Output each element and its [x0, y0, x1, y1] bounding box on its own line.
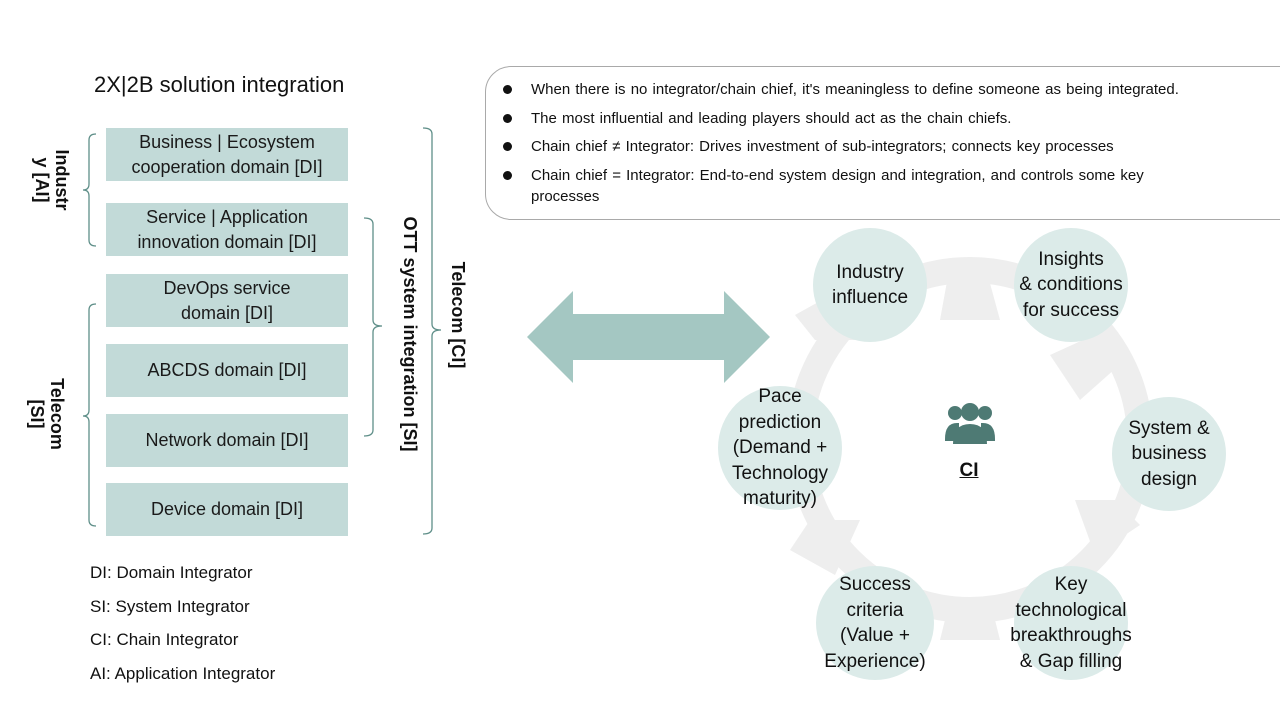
device-domain-box: Device domain [DI] [106, 483, 348, 536]
ring-lobe [1075, 500, 1140, 555]
abcds-domain-box: ABCDS domain [DI] [106, 344, 348, 397]
industry-ai-bracket [82, 133, 97, 247]
ring-lobe [940, 265, 1000, 320]
cycle-node-industry-influence: Industry influence [813, 228, 927, 342]
bullet-dot [503, 114, 512, 123]
service-application-domain-box: Service | Application innovation domain … [106, 203, 348, 256]
network-domain-box: Network domain [DI] [106, 414, 348, 467]
ott-si-bracket [363, 217, 383, 437]
telecom-si-bracket [82, 303, 97, 527]
telecom-ci-label: Telecom [CI] [448, 261, 468, 369]
note-text: Chain chief ≠ Integrator: Drives investm… [531, 138, 1114, 155]
bullet-dot [503, 171, 512, 180]
ring-lobe [1050, 330, 1125, 400]
cycle-node-key-tech: Key technological breakthroughs & Gap fi… [1010, 566, 1132, 680]
bullet-dot [503, 85, 512, 94]
note-text: Chain chief = Integrator: End-to-end sys… [531, 167, 1144, 205]
ring-lobe [940, 600, 1000, 640]
cycle-node-system-design: System & business design [1112, 397, 1226, 511]
legend-ai: AI: Application Integrator [90, 664, 276, 683]
business-ecosystem-domain-box: Business | Ecosystem cooperation domain … [106, 128, 348, 181]
legend-ci: CI: Chain Integrator [90, 630, 239, 649]
legend-si: SI: System Integrator [90, 597, 250, 616]
legend-di: DI: Domain Integrator [90, 563, 253, 582]
cycle-node-pace-prediction: Pace prediction (Demand + Technology mat… [718, 386, 842, 510]
ott-si-label: OTT system integration [SI] [400, 216, 420, 452]
industry-ai-label: Industr y [AI] [32, 149, 72, 211]
ring-lobe [790, 520, 860, 575]
note-text: When there is no integrator/chain chief,… [531, 81, 1179, 98]
devops-domain-box: DevOps service domain [DI] [106, 274, 348, 327]
notes-box [485, 66, 1280, 220]
person-group-icon [945, 403, 995, 444]
double-arrow-shape [527, 291, 770, 383]
center-ci-label: CI [959, 460, 979, 481]
diagram-title: 2X|2B solution integration [94, 72, 345, 97]
bullet-dot [503, 142, 512, 151]
note-text: The most influential and leading players… [531, 110, 1012, 127]
cycle-node-success-criteria: Success criteria (Value + Experience) [816, 566, 934, 680]
telecom-si-label: Telecom [SI] [27, 378, 67, 450]
telecom-ci-bracket [422, 127, 442, 535]
cycle-node-insights: Insights & conditions for success [1014, 228, 1128, 342]
double-arrow [527, 291, 770, 383]
